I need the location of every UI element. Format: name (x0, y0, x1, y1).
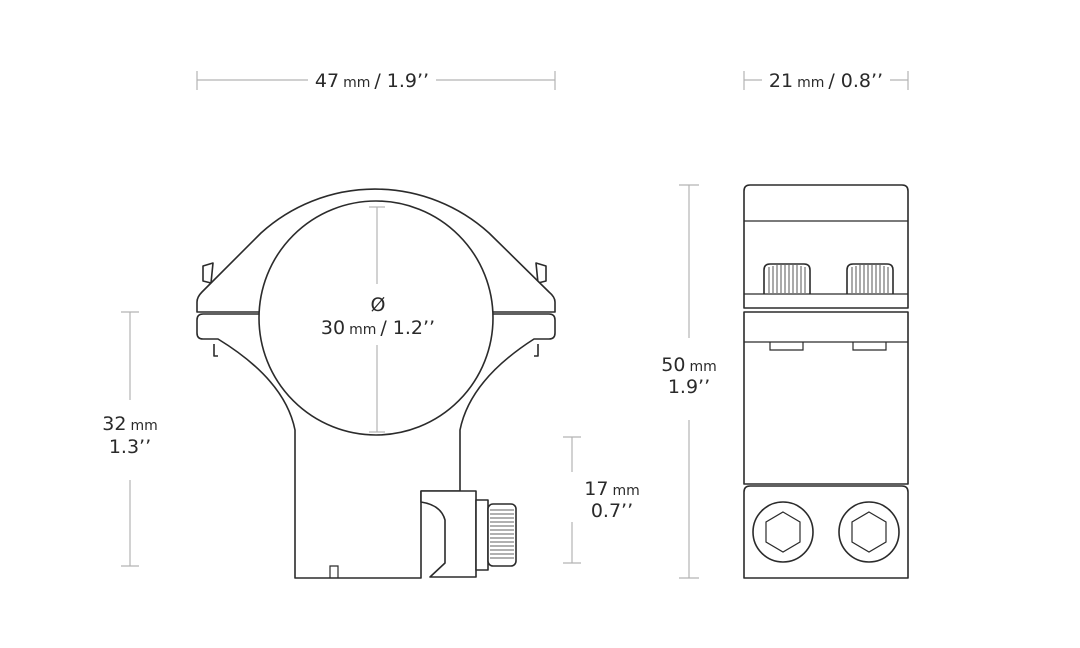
total-height-imperial: 1.9’’ (668, 376, 710, 398)
knob-head (487, 503, 517, 567)
rail-groove (329, 565, 339, 578)
side-left-hex-bolt (752, 501, 814, 563)
base-height-imperial: 0.7’’ (591, 500, 633, 522)
left-cap-screw-head (202, 262, 214, 284)
side-right-hex-bolt (838, 501, 900, 563)
ring-side-view (743, 184, 909, 579)
hex-socket-icon (765, 511, 801, 553)
left-lower-screw-tab (213, 344, 218, 357)
knob-collar (475, 499, 489, 571)
hex-socket-icon (851, 511, 887, 553)
right-lower-screw-tab (534, 344, 539, 357)
clamp-knob (475, 499, 517, 571)
base-clamp-jaw (420, 490, 477, 578)
diameter-symbol: Ø (371, 294, 386, 316)
side-left-screw-head (763, 263, 811, 294)
knob-knurling (490, 509, 514, 559)
side-left-screw-slot (769, 342, 804, 351)
side-lower-body (743, 311, 909, 485)
right-cap-screw-head (535, 262, 547, 284)
side-right-screw-slot (852, 342, 887, 351)
center-height-imperial: 1.3’’ (109, 436, 151, 458)
scope-bore-circle (258, 200, 494, 436)
side-right-screw-head (846, 263, 894, 294)
